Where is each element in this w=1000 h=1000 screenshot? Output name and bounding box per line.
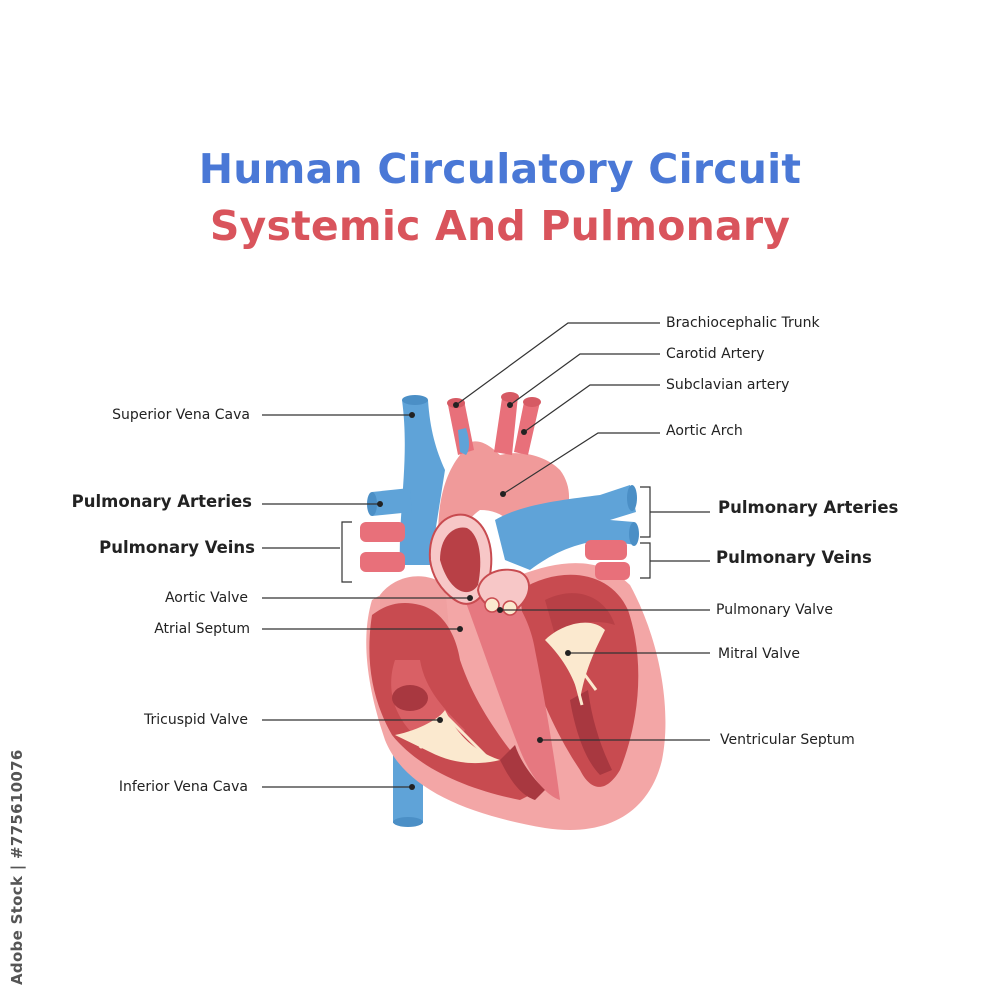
label-carotid-artery: Carotid Artery bbox=[666, 346, 765, 362]
stock-watermark: Adobe Stock | #775610076 bbox=[8, 749, 26, 985]
diagram-title: Human Circulatory Circuit bbox=[198, 145, 802, 193]
leader-aortic-arch bbox=[502, 432, 660, 495]
label-mitral-valve: Mitral Valve bbox=[718, 646, 800, 662]
label-pulmonary-arteries-left: Pulmonary Arteries bbox=[71, 492, 252, 511]
label-atrial-septum: Atrial Septum bbox=[154, 621, 250, 637]
bracket-pulmonary-arteries-right bbox=[640, 486, 651, 538]
ventricular-septum-wall bbox=[465, 585, 560, 800]
bracket-pulmonary-veins-left bbox=[341, 521, 352, 583]
pulmonary-vein-right-lower bbox=[595, 562, 630, 580]
label-superior-vena-cava: Superior Vena Cava bbox=[112, 407, 250, 423]
label-pulmonary-veins-right: Pulmonary Veins bbox=[716, 548, 872, 567]
leader-brachiocephalic bbox=[455, 322, 660, 406]
diagram-subtitle: Systemic And Pulmonary bbox=[209, 202, 791, 250]
pulmonary-vein-right-upper bbox=[585, 540, 627, 560]
label-tricuspid-valve: Tricuspid Valve bbox=[144, 712, 248, 728]
bracket-pulmonary-veins-right bbox=[640, 542, 651, 579]
pulmonary-artery-left-vessel bbox=[372, 488, 412, 516]
leader-carotid bbox=[509, 353, 660, 406]
label-inferior-vena-cava: Inferior Vena Cava bbox=[118, 779, 248, 795]
leader-subclavian bbox=[523, 384, 660, 433]
label-ventricular-septum: Ventricular Septum bbox=[720, 732, 855, 748]
label-pulmonary-veins-left: Pulmonary Veins bbox=[99, 538, 255, 557]
label-pulmonary-arteries-right: Pulmonary Arteries bbox=[718, 498, 899, 517]
pulmonary-artery-right-vessel bbox=[495, 485, 636, 570]
pulmonary-vein-left-lower bbox=[360, 552, 405, 572]
superior-vena-cava-vessel bbox=[399, 400, 445, 565]
tricuspid-valve-shape bbox=[395, 710, 500, 764]
label-aortic-valve: Aortic Valve bbox=[164, 590, 248, 606]
pulmonary-vein-left-upper bbox=[360, 522, 405, 542]
label-subclavian-artery: Subclavian artery bbox=[666, 377, 790, 393]
subclavian-artery-vessel bbox=[514, 402, 540, 455]
right-ventricle bbox=[369, 603, 540, 800]
label-aortic-arch: Aortic Arch bbox=[666, 423, 743, 439]
label-pulmonary-valve: Pulmonary Valve bbox=[716, 602, 833, 618]
carotid-artery-vessel bbox=[494, 396, 518, 455]
label-brachiocephalic-trunk: Brachiocephalic Trunk bbox=[666, 315, 820, 331]
